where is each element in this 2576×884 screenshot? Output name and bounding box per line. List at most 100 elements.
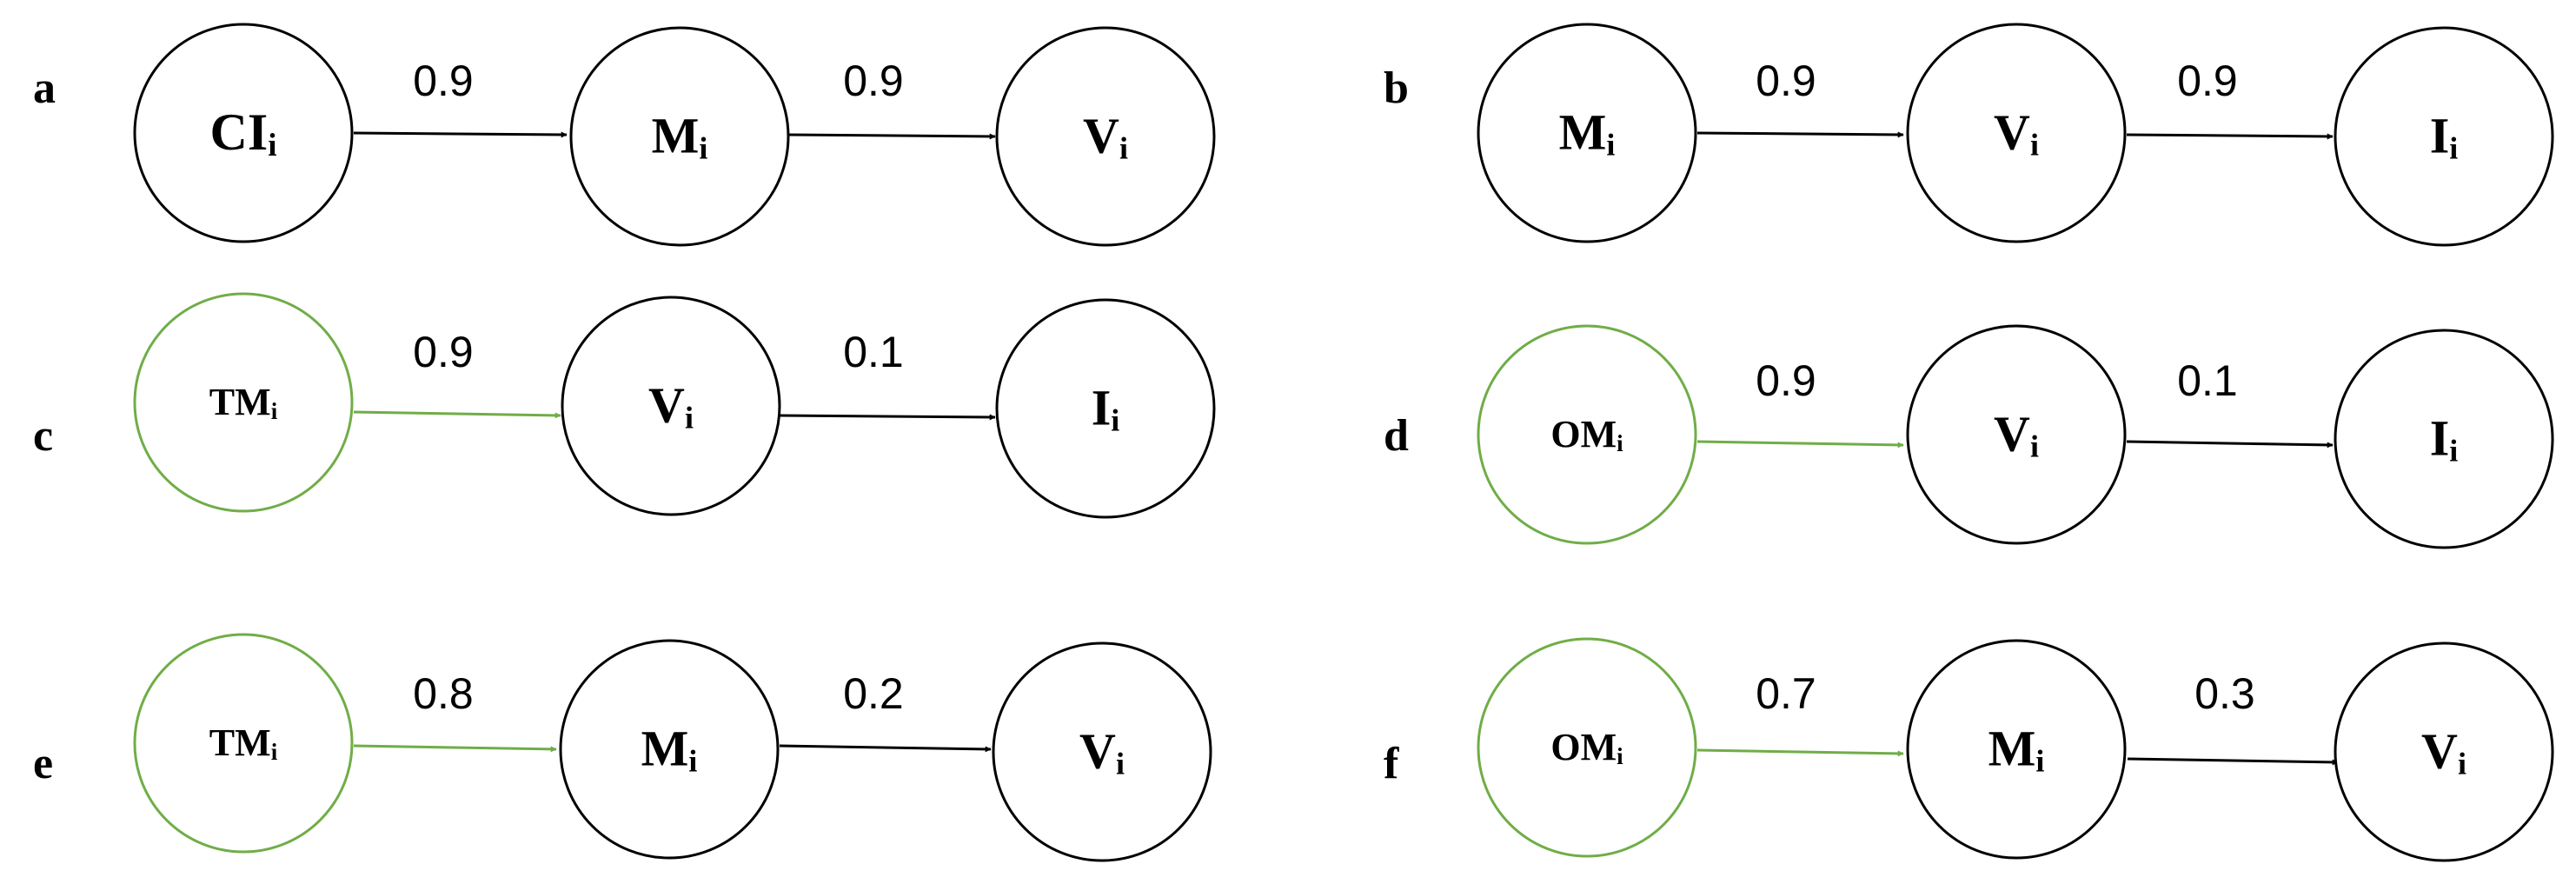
node-circle <box>1906 639 2127 860</box>
node-label-subscript: i <box>699 131 707 166</box>
edge-arrow <box>2126 440 2334 449</box>
edge-weight-label: 0.1 <box>2177 356 2238 405</box>
node-circle <box>2334 26 2554 247</box>
node-label-base: V <box>2421 723 2458 780</box>
node-circle <box>1477 23 1697 243</box>
node-m: Mi <box>1477 23 1697 243</box>
node-circle <box>2334 329 2554 549</box>
edge-weight-label: 0.8 <box>413 669 474 718</box>
node-label-base: V <box>1994 104 2030 161</box>
node-label-subscript: i <box>2449 434 2458 469</box>
node-label: TMi <box>209 721 278 765</box>
node-label-subscript: i <box>268 128 276 163</box>
node-circle <box>133 292 354 513</box>
node-label: Ii <box>2430 410 2459 469</box>
node-circle <box>1906 324 2127 545</box>
node-label-subscript: i <box>1617 430 1623 456</box>
node-label: Ii <box>2430 108 2459 166</box>
edge-weight-label: 0.9 <box>2177 56 2238 105</box>
node-circle <box>1477 324 1697 545</box>
node-om: OMi <box>1477 324 1697 545</box>
node-label: OMi <box>1550 726 1623 769</box>
edge-weight-label: 0.3 <box>2194 669 2255 718</box>
node-label: Vi <box>1079 723 1125 781</box>
node-v: Vi <box>992 641 1212 862</box>
node-label-subscript: i <box>2030 128 2039 163</box>
panel-label: f <box>1384 739 1399 788</box>
node-v: Vi <box>1906 23 2127 243</box>
node-label-base: CI <box>210 103 269 161</box>
node-label-subscript: i <box>1111 403 1119 438</box>
node-circle <box>995 26 1216 247</box>
node-label-base: TM <box>209 721 271 764</box>
node-label-base: M <box>1988 721 2036 777</box>
node-ci: CIi <box>133 23 354 243</box>
node-label-subscript: i <box>1119 131 1128 166</box>
node-circle <box>561 296 781 516</box>
node-label-subscript: i <box>2035 744 2044 779</box>
node-label-subscript: i <box>271 398 278 424</box>
node-label: Vi <box>1994 406 2039 464</box>
node-label: Mi <box>652 108 708 166</box>
node-label-subscript: i <box>2030 429 2039 464</box>
node-label-base: I <box>2430 108 2450 164</box>
node-i: Ii <box>2334 26 2554 247</box>
edge-arrow <box>787 133 996 140</box>
node-label-base: OM <box>1550 726 1617 768</box>
node-label: Vi <box>648 377 694 435</box>
node-v: Vi <box>995 26 1216 247</box>
node-label: CIi <box>210 103 277 163</box>
node-label-subscript: i <box>2449 131 2458 166</box>
node-circle <box>1906 23 2127 243</box>
node-m: Mi <box>1906 639 2127 860</box>
node-label: Vi <box>1083 108 1128 166</box>
node-label-subscript: i <box>271 739 278 765</box>
node-label: Mi <box>641 721 698 779</box>
edge-weight-label: 0.7 <box>1756 669 1816 718</box>
panel-label: d <box>1384 411 1409 461</box>
node-v: Vi <box>561 296 781 516</box>
node-label-base: OM <box>1550 413 1617 455</box>
node-label-subscript: i <box>1606 128 1615 163</box>
node-tm: TMi <box>133 633 354 854</box>
node-label-base: V <box>1994 406 2030 462</box>
node-label-subscript: i <box>1116 747 1125 781</box>
node-label-base: V <box>648 377 685 434</box>
node-circle <box>559 639 780 860</box>
edge-arrow <box>2126 133 2334 140</box>
node-m: Mi <box>559 639 780 860</box>
edge-weight-label: 0.2 <box>843 669 904 718</box>
node-om: OMi <box>1477 637 1697 858</box>
node-label-subscript: i <box>685 401 694 435</box>
node-label: Vi <box>1994 104 2039 163</box>
node-label: OMi <box>1550 413 1623 456</box>
node-label-base: V <box>1079 723 1116 780</box>
panel-label: b <box>1384 63 1409 113</box>
node-label: Mi <box>1559 104 1616 163</box>
node-label: TMi <box>209 381 278 424</box>
edge-weight-label: 0.1 <box>843 328 904 376</box>
node-label-base: M <box>1559 104 1607 161</box>
edge-arrow <box>1696 748 1904 757</box>
panel-label: a <box>33 63 56 113</box>
edge-arrow <box>2127 757 2339 766</box>
edge-arrow <box>353 410 561 419</box>
node-v: Vi <box>2334 641 2554 862</box>
node-circle <box>133 23 354 243</box>
edge-arrow <box>779 744 992 753</box>
node-circle <box>1477 637 1697 858</box>
node-circle <box>569 26 790 247</box>
edge-arrow <box>353 131 568 138</box>
node-label-base: V <box>1083 108 1119 164</box>
edge-weight-label: 0.9 <box>843 56 904 105</box>
edge-weight-label: 0.9 <box>413 56 474 105</box>
edge-weight-label: 0.9 <box>1756 56 1816 105</box>
edge-weight-label: 0.9 <box>413 328 474 376</box>
node-label-subscript: i <box>688 744 697 779</box>
panel-label: e <box>33 739 53 788</box>
